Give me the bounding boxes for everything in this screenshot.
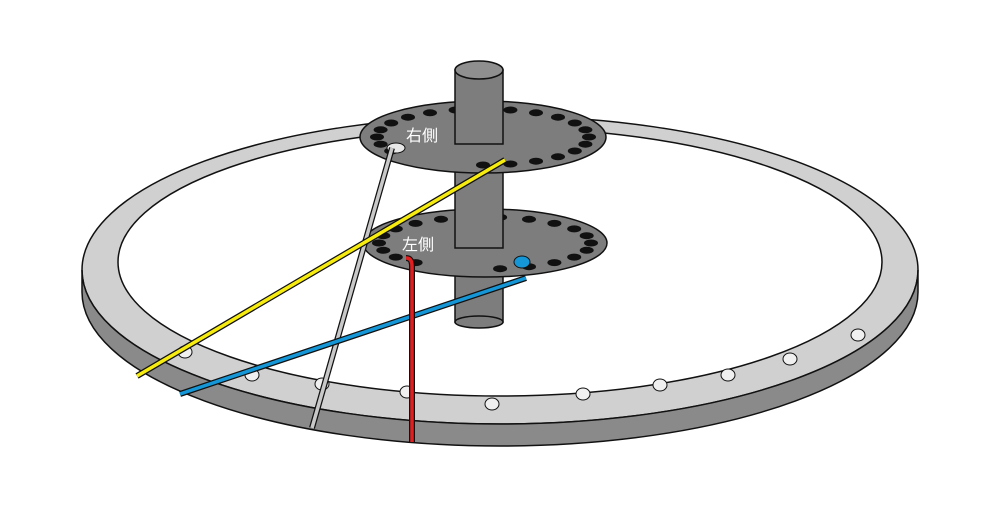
rim-hole (575, 387, 591, 401)
rim-hole (484, 397, 500, 411)
spoke-hole (551, 113, 565, 121)
spoke-hole (401, 113, 415, 121)
rim-hole (782, 352, 798, 366)
left-flange-label: 左側 (402, 235, 434, 254)
spoke-hole (388, 253, 403, 261)
spoke-hole (547, 219, 562, 227)
hub-upper (359, 60, 607, 174)
axle-top-cap (454, 60, 504, 80)
rim (81, 115, 919, 447)
spoke-hole (578, 126, 593, 134)
spoke-hole (547, 259, 562, 267)
spoke-hole (373, 140, 388, 148)
spoke-gray (310, 147, 394, 429)
spoke-hole (384, 119, 399, 127)
right-flange-label: 右側 (406, 126, 438, 145)
spoke-hole (503, 106, 518, 114)
spoke-hole (522, 215, 536, 223)
spoke-hole (370, 133, 384, 141)
spokes (135, 147, 531, 442)
spoke-hole (567, 253, 582, 261)
spoke-hole (567, 225, 582, 233)
spoke-hole (503, 160, 518, 168)
spoke-hole (493, 265, 508, 273)
spoke-hole (584, 239, 598, 247)
spoke-hole (582, 133, 596, 141)
axle-bottom-cap (454, 315, 504, 329)
spoke-hole (408, 219, 423, 227)
spoke-hole (376, 246, 391, 254)
spoke-hole (476, 161, 490, 169)
spoke-hole (529, 157, 543, 165)
hole-blue-left (513, 255, 531, 269)
spoke-red (405, 256, 414, 442)
spoke-hole (578, 140, 593, 148)
spoke-hole (373, 126, 388, 134)
spoke-hole (579, 232, 594, 240)
spoke-hole (434, 215, 448, 223)
spoke-hole (423, 109, 437, 117)
rim-hole (720, 368, 736, 382)
hub-lower (362, 149, 608, 329)
rim-hole (652, 378, 668, 392)
spoke-hole (567, 147, 582, 155)
rim-side-wall (81, 269, 919, 447)
spoke-hole (579, 246, 594, 254)
axle-top (454, 69, 504, 145)
spoke-yellow (136, 158, 506, 378)
spoke-blue (179, 276, 527, 396)
spoke-hole (567, 119, 582, 127)
spoke-hole (529, 109, 543, 117)
spoke-hole (551, 153, 565, 161)
spoke-hole (372, 239, 386, 247)
rim-hole (850, 328, 866, 342)
